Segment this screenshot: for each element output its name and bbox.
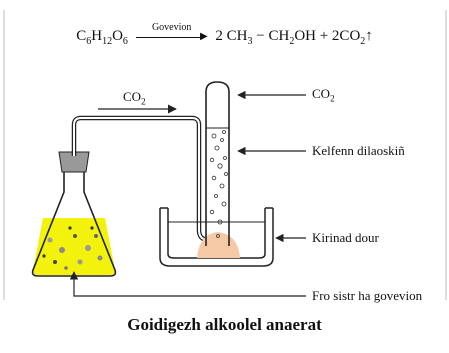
- eq-c: C: [76, 28, 87, 44]
- eq-product1-end: OH + 2CO: [294, 28, 361, 44]
- eq-product1: 2 CH: [215, 28, 248, 44]
- water-bath-label: Kirinad dour: [312, 230, 379, 245]
- yeast-particles: [42, 226, 103, 270]
- figure-caption: Goidigezh alkoolel anaerat: [127, 315, 322, 334]
- limewater-label: Kelfenn dilaoskiñ: [312, 143, 405, 158]
- reaction-arrow: Govevion ▶: [135, 22, 208, 42]
- delivery-tube-inner: [73, 117, 214, 241]
- gas-bubbles: [209, 130, 228, 238]
- reaction-arrow-label: Govevion: [151, 22, 192, 34]
- tube-gas-label: CO2: [312, 86, 335, 104]
- trough-outer: [159, 208, 274, 267]
- yeast-leader-arrow: [69, 271, 306, 297]
- eq-product1-tail: − CH: [252, 28, 290, 44]
- yeast-liquid: [33, 218, 115, 275]
- erlenmeyer-flask: [31, 151, 117, 277]
- eq-c-sub: 6: [86, 36, 92, 47]
- eq-h: H: [91, 28, 103, 44]
- reaction-arrow-shaft: [135, 37, 202, 39]
- reaction-equation: C6H12O6 Govevion ▶ 2 CH3 − CH2OH + 2CO2↑: [0, 22, 449, 47]
- eq-product1-tail-sub: 2: [289, 36, 295, 47]
- yeast-sediment: [197, 232, 240, 258]
- reaction-arrow-head-icon: ▶: [199, 31, 208, 43]
- gas-flow-label: CO2: [123, 89, 146, 107]
- gas-release-arrow-icon: ↑: [365, 28, 373, 44]
- eq-h-sub: 12: [102, 36, 113, 47]
- eq-product1-sub: 3: [247, 36, 253, 47]
- flask-stopper: [58, 151, 90, 173]
- eq-o-sub: 6: [122, 36, 128, 47]
- eq-o: O: [112, 28, 123, 44]
- test-tube-outline: [205, 81, 230, 246]
- inverted-test-tube: [205, 81, 230, 246]
- yeast-solution-label: Fro sistr ha govevion: [312, 288, 423, 303]
- eq-product2-sub: 2: [360, 36, 366, 47]
